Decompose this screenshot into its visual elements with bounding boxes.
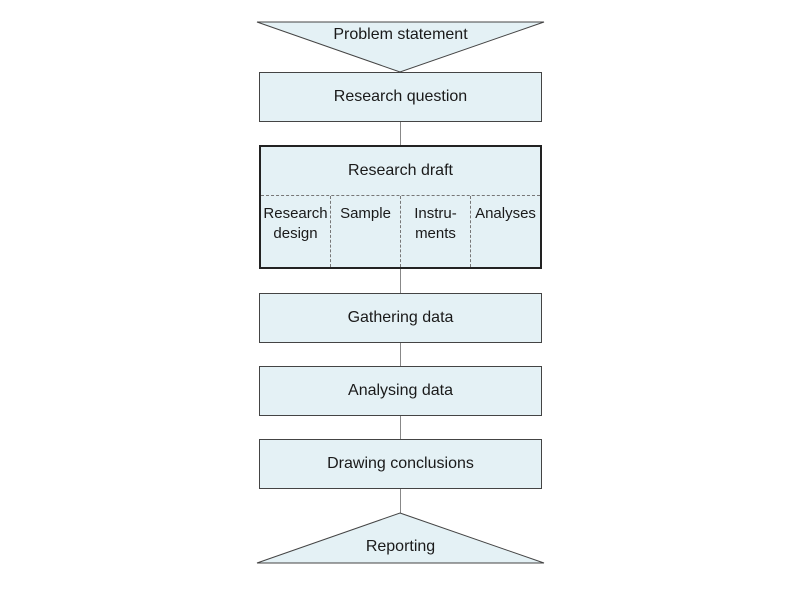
analysing-data-label: Analysing data <box>348 382 453 399</box>
connector-line <box>400 269 401 293</box>
research-draft-box: Research draft Research design Sample In… <box>259 145 542 269</box>
drawing-conclusions-box: Drawing conclusions <box>259 439 542 489</box>
research-question-box: Research question <box>259 72 542 122</box>
research-draft-cells: Research design Sample Instru- ments Ana… <box>261 196 540 267</box>
gathering-data-box: Gathering data <box>259 293 542 343</box>
gathering-data-label: Gathering data <box>347 309 454 326</box>
connector-line <box>400 489 401 513</box>
reporting-label: Reporting <box>365 538 436 555</box>
draft-cell-analyses: Analyses <box>475 205 536 222</box>
analysing-data-box: Analysing data <box>259 366 542 416</box>
drawing-conclusions-label: Drawing conclusions <box>327 455 474 472</box>
connector-line <box>400 122 401 145</box>
connector-line <box>400 416 401 439</box>
draft-cell-instruments: Instru- ments <box>401 196 471 267</box>
research-question-label: Research question <box>333 88 468 105</box>
connector-line <box>400 343 401 366</box>
research-draft-title: Research draft <box>261 147 540 196</box>
problem-statement-label: Problem statement <box>333 26 468 43</box>
draft-cell-research-design: Research design <box>261 196 331 267</box>
draft-cell-sample: Sample <box>331 196 401 267</box>
